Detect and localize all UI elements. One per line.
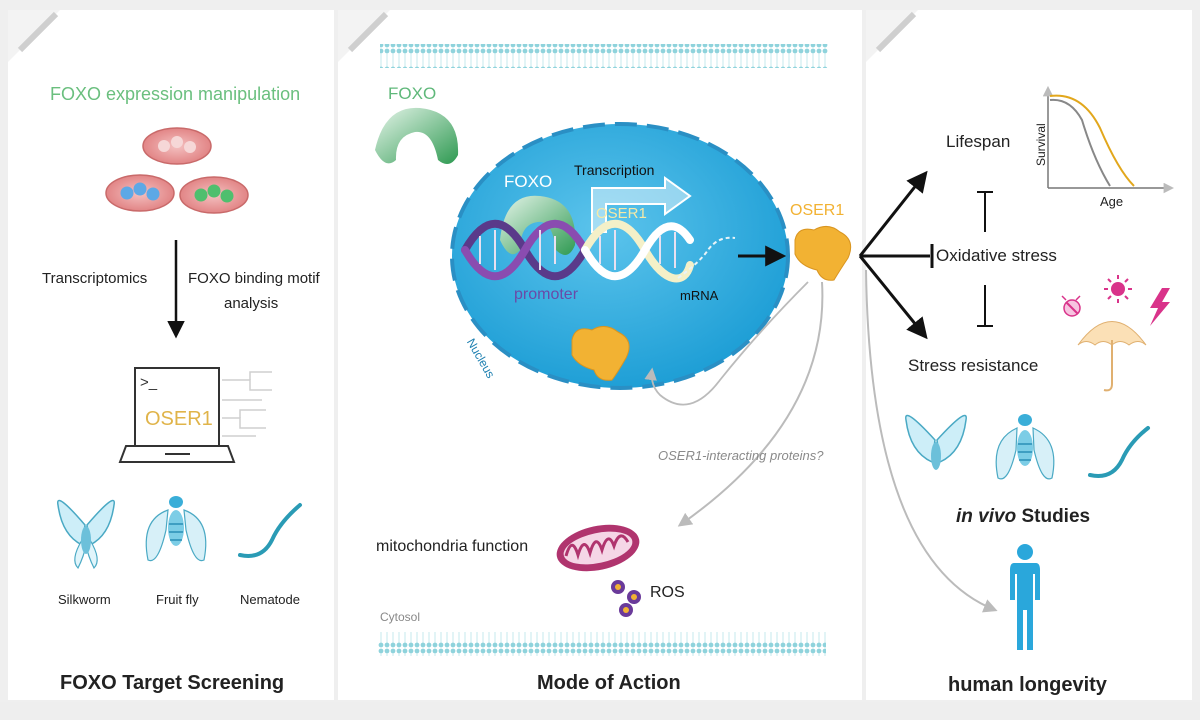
right-footer: human longevity xyxy=(948,674,1107,696)
reimport-arrow xyxy=(644,281,809,406)
corner-fold-right xyxy=(866,10,918,62)
dna-rungs xyxy=(479,230,676,270)
radiation-icon xyxy=(1104,275,1132,303)
middle-footer: Mode of Action xyxy=(537,672,681,694)
membrane-bottom xyxy=(378,632,826,656)
mrna-strand xyxy=(677,236,736,279)
foxo-protein-outside xyxy=(375,107,459,164)
label-age: Age xyxy=(1100,194,1124,209)
transcription-arrow xyxy=(591,176,692,233)
silkworm-moth-icon xyxy=(57,499,115,570)
organism-label-silkworm: Silkworm xyxy=(58,592,111,607)
oser1-protein xyxy=(794,226,852,281)
survival-chart xyxy=(1042,85,1175,194)
label-invivo-rest: Studies xyxy=(1016,506,1091,527)
umbrella-icon xyxy=(1077,321,1147,392)
lightning-icon xyxy=(1150,288,1170,326)
mitochondrion-icon xyxy=(556,524,640,572)
label-transcription: Transcription xyxy=(574,162,655,178)
human-figure-icon xyxy=(1010,544,1040,650)
label-invivo: in vivo Studies xyxy=(956,506,1090,528)
label-mito: mitochondria function xyxy=(376,538,529,555)
label-stress-resistance: Stress resistance xyxy=(908,356,1039,375)
phylogenetic-tree xyxy=(222,371,272,437)
label-survival: Survival xyxy=(1034,123,1048,166)
dna-helix xyxy=(461,219,694,283)
label-mrna: mRNA xyxy=(680,288,719,303)
label-ros: ROS xyxy=(650,584,685,601)
bottom-bar xyxy=(0,702,1200,720)
label-lifespan: Lifespan xyxy=(946,132,1011,151)
petri-dish-blue xyxy=(105,174,175,212)
label-foxo-inside: FOXO xyxy=(504,172,553,191)
label-invivo-italic: in vivo xyxy=(956,506,1017,527)
label-oxidative: Oxidative stress xyxy=(936,246,1057,265)
corner-fold-left xyxy=(8,10,60,62)
label-motif-line1: FOXO binding motif xyxy=(188,270,320,287)
laptop-icon xyxy=(118,367,236,463)
label-foxo-outside: FOXO xyxy=(388,84,437,103)
petri-dish-green xyxy=(179,176,249,214)
fruit-fly-icon-right xyxy=(995,414,1055,480)
label-motif-line2: analysis xyxy=(224,295,279,312)
label-oser1: OSER1 xyxy=(790,202,845,219)
left-footer: FOXO Target Screening xyxy=(60,672,285,694)
mito-arrow xyxy=(677,281,824,527)
arrow-stress-resistance xyxy=(858,255,928,340)
nematode-icon-right xyxy=(1088,426,1150,478)
label-cytosol: Cytosol xyxy=(380,610,421,624)
arrow-lifespan xyxy=(858,170,928,257)
label-transcriptomics: Transcriptomics xyxy=(42,270,148,287)
label-interacting: OSER1-interacting proteins? xyxy=(658,448,824,463)
nucleus xyxy=(450,122,790,390)
membrane-top xyxy=(380,44,828,68)
organism-label-nematode: Nematode xyxy=(240,592,300,607)
petri-dish-top xyxy=(142,127,212,165)
organism-label-fruitfly: Fruit fly xyxy=(156,592,199,607)
corner-fold-middle xyxy=(338,10,390,62)
label-promoter: promoter xyxy=(514,286,579,303)
terminal-prompt: >_ xyxy=(140,374,158,391)
left-title: FOXO expression manipulation xyxy=(50,84,301,104)
fruit-fly-icon xyxy=(145,496,207,562)
arrow-human-longevity xyxy=(865,269,998,613)
left-panel xyxy=(8,10,334,700)
ros-particles xyxy=(611,580,641,617)
virus-icon xyxy=(1061,295,1081,317)
label-gene-on-dna: OSER1 xyxy=(596,205,647,222)
oser1-protein-nucleus xyxy=(571,326,630,381)
silkworm-moth-icon-right xyxy=(905,414,967,470)
nematode-icon xyxy=(238,503,302,558)
terminal-gene: OSER1 xyxy=(145,408,213,430)
